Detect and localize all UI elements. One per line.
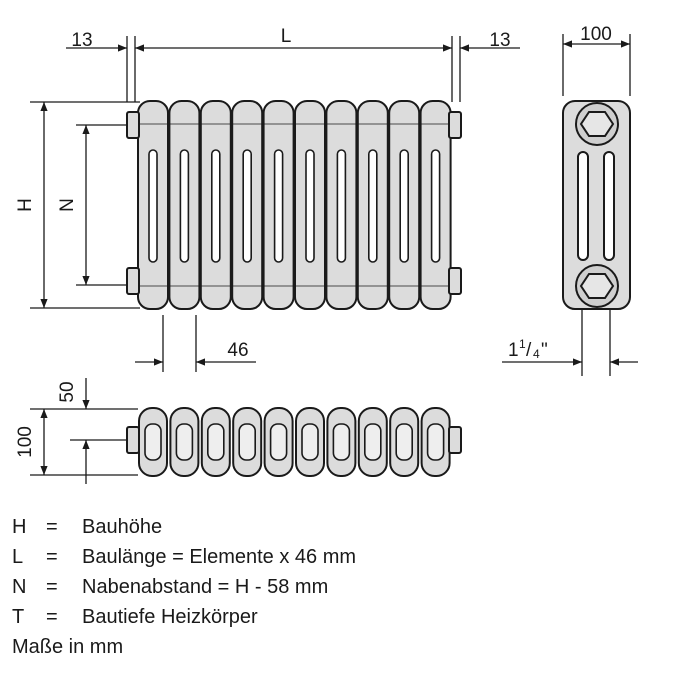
legend-text: Baulänge = Elemente x 46 mm: [82, 546, 357, 568]
dim-connection-whole: 1: [508, 340, 519, 361]
legend-equals: =: [46, 546, 58, 568]
dim-right-offset: 13: [489, 30, 510, 51]
radiator-element-top: [169, 407, 200, 477]
radiator-element-top: [295, 407, 325, 477]
radiator-element: [199, 100, 232, 310]
radiator-element: [294, 100, 326, 310]
dim-depth-top: 100: [580, 24, 612, 45]
legend-symbol: N: [12, 576, 27, 598]
legend-text: Bauhöhe: [82, 516, 163, 538]
radiator-element-top: [357, 407, 388, 477]
dim-hub-distance: N: [57, 198, 78, 212]
dim-connection-den: 4: [533, 347, 540, 361]
top-dimensions: [30, 378, 138, 484]
legend-symbol: L: [12, 546, 24, 568]
dim-connection: 1 1 / 4 ": [508, 337, 548, 361]
legend-text: Bautiefe Heizkörper: [82, 606, 258, 628]
legend-symbol: H: [12, 516, 27, 538]
legend-row-hub-distance: N = Nabenabstand = H - 58 mm: [12, 572, 356, 602]
legend-row-depth: T = Bautiefe Heizkörper: [12, 602, 356, 632]
radiator-element-top: [138, 407, 168, 477]
legend-equals: =: [46, 606, 58, 628]
nipple-top-right: [448, 111, 462, 139]
radiator-element: [419, 100, 452, 310]
front-dimensions: [30, 36, 520, 372]
radiator-element-top: [420, 407, 451, 477]
radiator-element: [356, 100, 389, 310]
radiator-element-top: [263, 407, 294, 477]
hex-plug-bottom-nut: [579, 273, 615, 299]
top-nipple-left: [126, 426, 140, 454]
dim-connection-unit: ": [541, 340, 548, 361]
top-nipple-right: [448, 426, 462, 454]
legend-row-height: H = Bauhöhe: [12, 512, 356, 542]
radiator-element: [231, 100, 264, 310]
front-view: [126, 100, 462, 310]
hex-plug-top-nut: [579, 111, 615, 137]
dim-side-depth: 100: [15, 426, 36, 458]
dim-height: H: [15, 198, 36, 212]
radiator-element: [168, 100, 201, 310]
side-view: [562, 100, 631, 310]
legend-text: Nabenabstand = H - 58 mm: [82, 576, 329, 598]
legend-row-length: L = Baulänge = Elemente x 46 mm: [12, 542, 356, 572]
side-slot-right: [603, 151, 615, 261]
front-radiator-elements: [137, 100, 452, 310]
radiator-element-top: [389, 407, 420, 477]
top-view: [126, 407, 462, 477]
front-connections: [126, 111, 462, 295]
dim-length: L: [281, 26, 292, 47]
side-dimensions: [502, 34, 638, 376]
nipple-bottom-right: [448, 267, 462, 295]
legend-equals: =: [46, 576, 58, 598]
legend-symbol: T: [12, 606, 25, 628]
dim-connection-num: 1: [519, 337, 526, 351]
radiator-element-top: [232, 407, 263, 477]
dim-element-pitch: 46: [227, 340, 248, 361]
dim-connection-slash: /: [526, 340, 532, 361]
dim-side-offset: 50: [57, 381, 78, 402]
radiator-element-top: [200, 407, 231, 477]
unit-note: Maße in mm: [12, 636, 124, 658]
nipple-top-left: [126, 111, 140, 139]
radiator-element: [388, 100, 421, 310]
dim-left-offset: 13: [71, 30, 92, 51]
side-slot-left: [577, 151, 589, 261]
radiator-element: [325, 100, 358, 310]
legend-equals: =: [46, 516, 58, 538]
radiator-element-top: [326, 407, 357, 477]
top-radiator-elements: [138, 407, 451, 477]
radiator-element: [137, 100, 169, 310]
legend: H = Bauhöhe L = Baulänge = Elemente x 46…: [12, 512, 356, 632]
radiator-element: [262, 100, 295, 310]
nipple-bottom-left: [126, 267, 140, 295]
